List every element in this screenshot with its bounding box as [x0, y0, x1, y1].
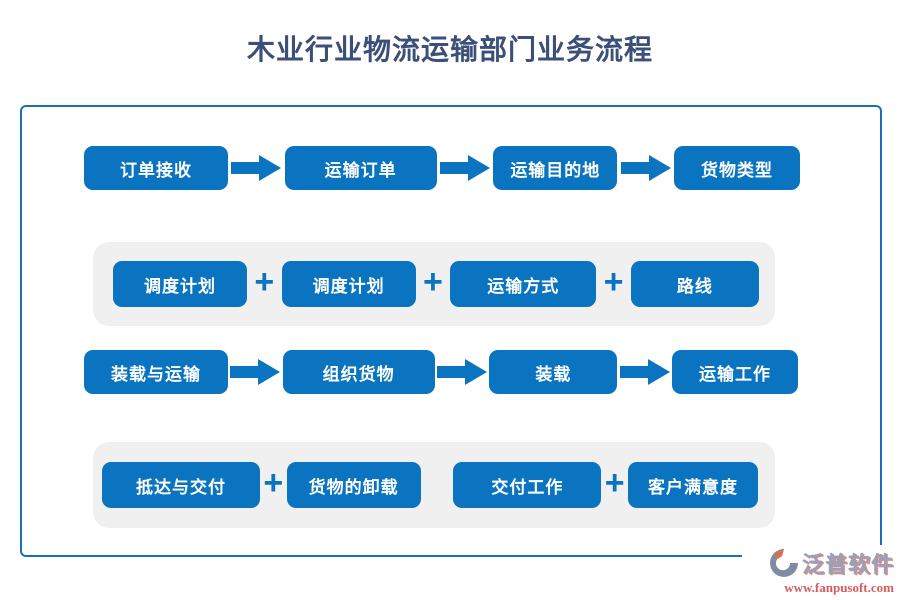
flow-node: 装载与运输: [84, 350, 228, 394]
flow-node: 抵达与交付: [102, 462, 260, 508]
flow-node: 调度计划: [113, 261, 247, 307]
vendor-name: 泛普软件: [801, 551, 894, 577]
flow-node: 运输方式: [450, 261, 597, 307]
arrow-right-icon: [620, 155, 671, 181]
flow-node: 货物的卸载: [286, 462, 421, 508]
flow-node: 组织货物: [282, 350, 435, 394]
flow-node: 路线: [630, 261, 759, 307]
arrow-right-icon: [439, 155, 490, 181]
flow-node: 交付工作: [453, 462, 602, 508]
flow-node: 装载: [489, 350, 618, 394]
arrow-right-icon: [231, 155, 282, 181]
flow-row-loading: 装载与运输 组织货物 装载 运输工作: [84, 350, 798, 394]
plus-icon: +: [263, 464, 284, 502]
flow-node: 客户满意度: [627, 462, 758, 508]
arrow-right-icon: [619, 359, 670, 385]
flow-node: 订单接收: [84, 146, 228, 190]
diagram-frame: [20, 105, 882, 557]
arrow-right-icon: [230, 359, 281, 385]
arrow-right-icon: [436, 359, 487, 385]
flow-node: 调度计划: [281, 261, 416, 307]
flow-row-order: 订单接收 运输订单 运输目的地 货物类型: [84, 146, 800, 190]
flow-group-dispatch: 调度计划 + 调度计划 + 运输方式 + 路线: [93, 242, 775, 326]
flow-node: 货物类型: [673, 146, 800, 190]
flow-node: 运输目的地: [493, 146, 618, 190]
fanpu-logo-icon: [769, 548, 798, 577]
flow-group-delivery: 抵达与交付 + 货物的卸载 交付工作 + 客户满意度: [93, 442, 775, 528]
flow-node: 运输工作: [671, 350, 798, 394]
vendor-url: www.fanpusoft.com: [784, 579, 894, 595]
flow-node: 运输订单: [284, 146, 437, 190]
plus-icon: +: [603, 263, 624, 301]
page-title: 木业行业物流运输部门业务流程: [246, 35, 653, 66]
plus-icon: +: [254, 263, 275, 301]
plus-icon: +: [604, 464, 625, 502]
vendor-logo: 泛普软件 www.fanpusoft.com: [742, 545, 894, 597]
plus-icon: +: [423, 263, 443, 301]
